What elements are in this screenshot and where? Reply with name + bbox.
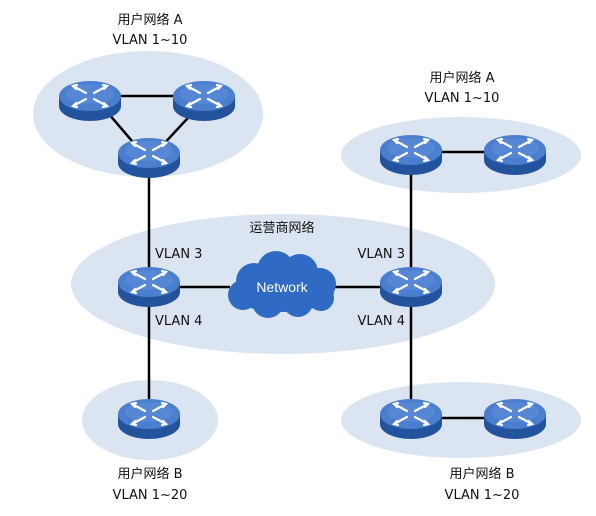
switch-a-left-2-icon [171, 79, 237, 123]
switch-provider-right-icon [378, 265, 444, 309]
bottom-left-network-label: 用户网络 B [117, 466, 182, 482]
network-cloud-icon [228, 251, 336, 318]
bottom-right-vlan-label: VLAN 1~20 [445, 488, 520, 503]
switch-a-right-1-icon [378, 133, 444, 177]
left-vlan3-label: VLAN 3 [155, 247, 202, 262]
right-vlan3-label: VLAN 3 [358, 247, 405, 262]
switch-provider-left-icon [116, 265, 182, 309]
bottom-left-vlan-label: VLAN 1~20 [113, 488, 188, 503]
left-vlan4-label: VLAN 4 [155, 314, 202, 329]
switch-a-right-2-icon [482, 133, 548, 177]
top-right-network-label: 用户网络 A [429, 70, 494, 86]
top-right-vlan-label: VLAN 1~10 [425, 91, 500, 106]
provider-network-label: 运营商网络 [249, 220, 314, 236]
bottom-right-network-label: 用户网络 B [449, 466, 514, 482]
top-left-vlan-label: VLAN 1~10 [113, 33, 188, 48]
switch-b-right-1-icon [378, 397, 444, 441]
switch-b-right-2-icon [482, 397, 548, 441]
switch-a-left-1-icon [57, 79, 123, 123]
cloud-label: Network [256, 279, 308, 295]
switch-a-left-3-icon [116, 136, 182, 180]
right-vlan4-label: VLAN 4 [358, 314, 405, 329]
top-left-network-label: 用户网络 A [117, 12, 182, 28]
switch-b-left-icon [116, 397, 182, 441]
